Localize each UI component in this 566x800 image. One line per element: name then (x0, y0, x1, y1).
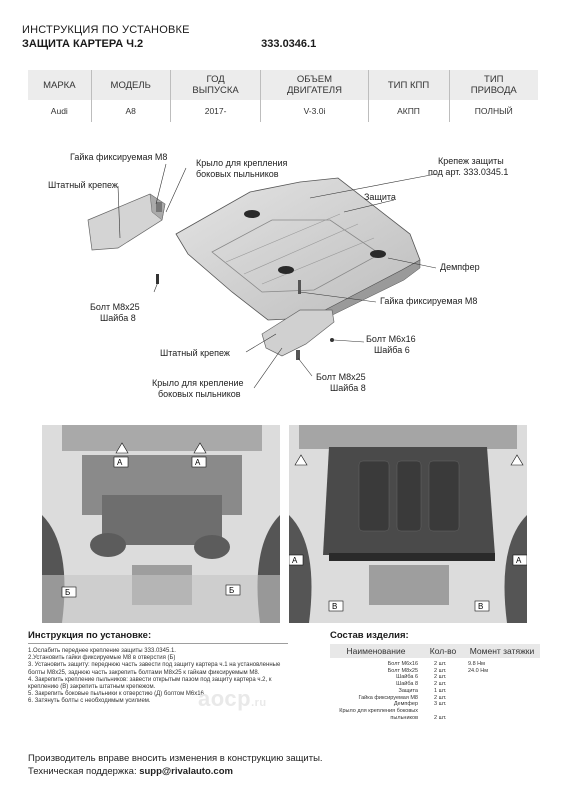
label-std-bottom: Штатный крепеж (160, 348, 230, 358)
bolt-m6 (330, 338, 334, 342)
col-year: ГОД ВЫПУСКА (169, 70, 261, 100)
instructions-divider (28, 643, 288, 644)
year-value: 2017- (169, 100, 261, 122)
photo-before: А А Б Б (42, 425, 280, 623)
col-brand: МАРКА (28, 70, 92, 100)
gearbox-value: АКПП (367, 100, 449, 122)
marker-v-2: В (478, 602, 483, 611)
label-damper: Демпфер (440, 262, 480, 272)
label-bolt-left-1: Болт М8х25 (90, 302, 140, 312)
col-gearbox: ТИП КПП (367, 70, 449, 100)
vehicle-spec-table: МАРКА МОДЕЛЬ ГОД ВЫПУСКА ОБЪЕМ ДВИГАТЕЛЯ… (28, 70, 538, 122)
col-engine: ОБЪЕМ ДВИГАТЕЛЯ (260, 70, 369, 100)
instruction-step: 1.Ослабить переднее крепление защиты 333… (28, 648, 176, 654)
installation-photos: А А Б Б А А В В (42, 425, 527, 623)
col-drive: ТИП ПРИВОДА (448, 70, 538, 100)
marker-a-3: А (292, 556, 298, 565)
instructions-list: 1.Ослабить переднее крепление защиты 333… (28, 648, 298, 706)
disclaimer: Производитель вправе вносить изменения в… (28, 753, 323, 764)
marker-a-4: А (516, 556, 522, 565)
label-wing-top-2: боковых пыльников (196, 169, 279, 179)
composition-row: Крыло для крепления боковых (339, 707, 418, 714)
spec-header-row: МАРКА МОДЕЛЬ ГОД ВЫПУСКА ОБЪЕМ ДВИГАТЕЛЯ… (28, 70, 538, 100)
col-name: Наименование (346, 646, 406, 656)
label-bolt-left-2: Шайба 8 (100, 313, 136, 323)
col-qty: Кол-во (429, 646, 457, 656)
label-bolt-m6-1: Болт М6х16 (366, 334, 416, 344)
label-wing-bot-2: боковых пыльников (158, 389, 241, 399)
col-torque: Момент затяжки (469, 646, 535, 656)
photo-after: А А В В (289, 425, 527, 623)
product-title: ЗАЩИТА КАРТЕРА Ч.2 (22, 38, 144, 50)
spec-value-row: Audi A8 2017- V-3.0i АКПП ПОЛНЫЙ (28, 100, 538, 122)
marker-b-2: Б (229, 586, 234, 595)
label-kit-1: Крепеж защиты (438, 156, 504, 166)
instruction-step: креплению (В) закрепить штатным крепежом… (28, 684, 156, 691)
leader-lines (117, 163, 437, 389)
label-guard: Защита (364, 192, 396, 202)
label-bolt-bot-1: Болт М8х25 (316, 372, 366, 382)
composition-title: Состав изделия: (330, 630, 409, 641)
col-model: МОДЕЛЬ (90, 70, 171, 100)
marker-a-2: А (195, 458, 201, 467)
label-bolt-m6-2: Шайба 6 (374, 345, 410, 355)
instruction-step: болты М8х25, заднюю часть закрепить болт… (28, 669, 260, 676)
marker-a-1: А (117, 458, 123, 467)
label-nut-top: Гайка фиксируемая М8 (70, 152, 167, 162)
instruction-step: 5. Закрепить боковые пыльники к отверсти… (28, 691, 206, 698)
marker-b-1: Б (65, 588, 70, 597)
instruction-step: 3. Установить защиту: переднюю часть зав… (28, 662, 281, 669)
instruction-step: 4. Закрепить крепление пыльников: завест… (28, 676, 272, 683)
assembly-diagram: Гайка фиксируемая М8 Крыло для крепления… (48, 152, 508, 399)
composition-header: Наименование Кол-во Момент затяжки (330, 644, 540, 658)
label-std-top: Штатный крепеж (48, 180, 118, 190)
label-wing-bot-1: Крыло для крепление (152, 378, 244, 388)
article-code: 333.0346.1 (261, 38, 317, 50)
support-email-link[interactable]: supp@rivalauto.com (139, 766, 233, 777)
product-title-row: ЗАЩИТА КАРТЕРА Ч.2 333.0346.1 (22, 38, 542, 50)
support-line: Техническая поддержка: supp@rivalauto.co… (28, 765, 323, 778)
header: ИНСТРУКЦИЯ ПО УСТАНОВКЕ ЗАЩИТА КАРТЕРА Ч… (22, 24, 542, 50)
bolt-m8-left (156, 274, 159, 284)
label-bolt-bot-2: Шайба 8 (330, 383, 366, 393)
instruction-step: 2.Установить гайки фиксируемые М8 в отве… (28, 655, 176, 662)
watermark: аоср.ru (198, 686, 267, 711)
instructions-title: Инструкция по установке: (28, 630, 152, 641)
support-label: Техническая поддержка: (28, 766, 140, 777)
label-wing-top-1: Крыло для крепления (196, 158, 288, 168)
engine-value: V-3.0i (260, 100, 369, 122)
guard-plate (175, 177, 421, 327)
wing-bracket-bottom (261, 309, 335, 360)
brand-value: Audi (50, 106, 68, 116)
label-nut-mid: Гайка фиксируемая М8 (380, 296, 477, 306)
left-bracket (87, 193, 166, 251)
marker-v-1: В (332, 602, 337, 611)
footer: Производитель вправе вносить изменения в… (28, 752, 323, 778)
instruction-title: ИНСТРУКЦИЯ ПО УСТАНОВКЕ (22, 24, 190, 36)
drive-value: ПОЛНЫЙ (448, 100, 538, 122)
instruction-step: 6. Затянуть болты с необходимым усилием. (28, 698, 151, 705)
model-value: A8 (90, 100, 171, 122)
label-kit-2: под арт. 333.0345.1 (428, 167, 508, 177)
